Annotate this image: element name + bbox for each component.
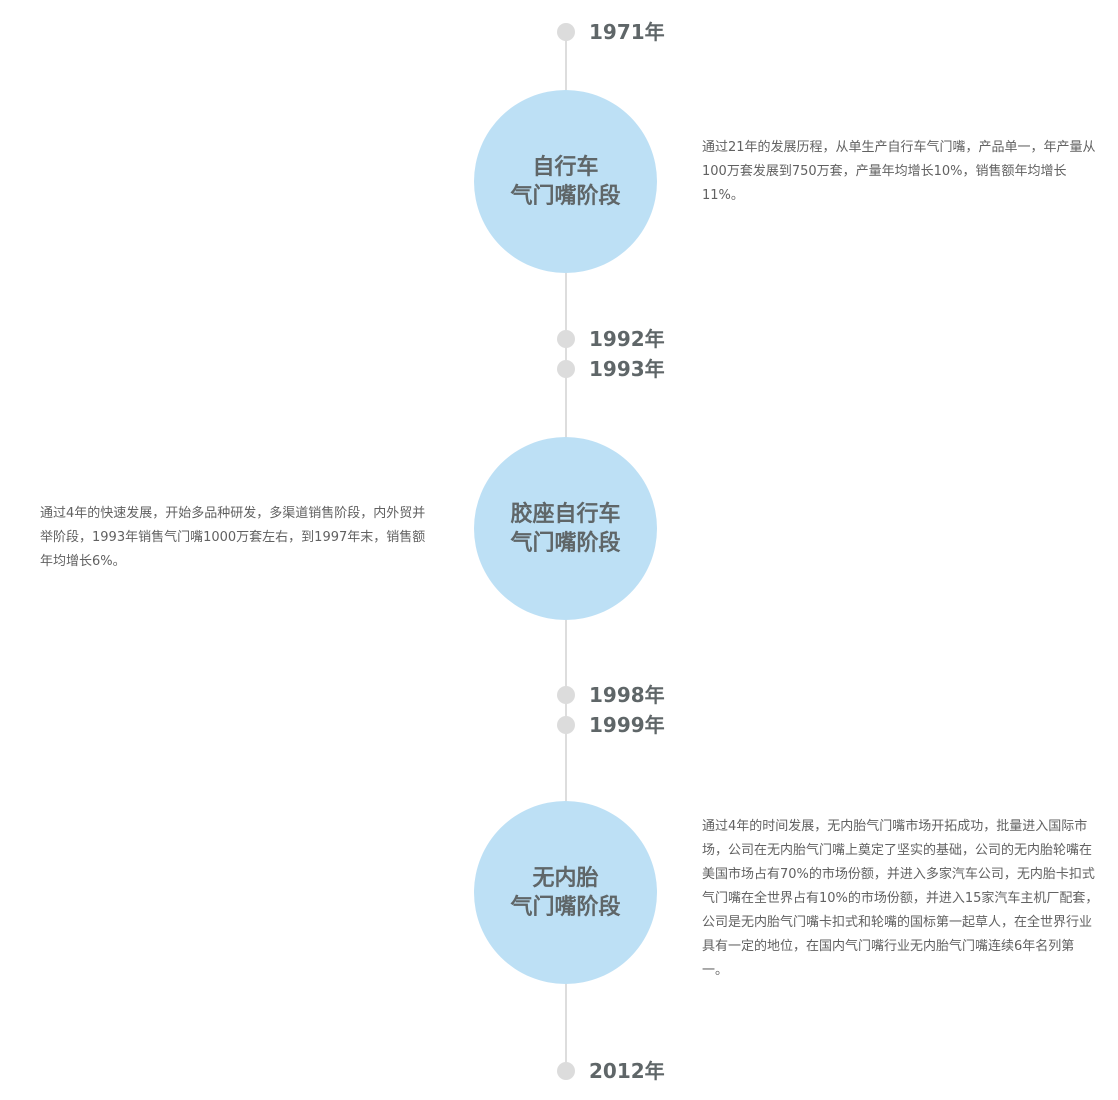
year-label-1971: 1971年 xyxy=(589,20,665,44)
year-label-1993: 1993年 xyxy=(589,357,665,381)
year-label-1992: 1992年 xyxy=(589,327,665,351)
stage-description: 通过4年的时间发展，无内胎气门嘴市场开拓成功，批量进入国际市场，公司在无内胎气门… xyxy=(702,819,1099,978)
year-dot-1998 xyxy=(557,686,575,704)
stage-title-line-1: 胶座自行车 xyxy=(510,501,621,527)
stage-title: 无内胎 气门嘴阶段 xyxy=(510,864,620,922)
stage-title-line-1: 自行车 xyxy=(532,154,599,180)
stage-title-line-2: 气门嘴阶段 xyxy=(510,183,621,209)
stage-title: 胶座自行车 气门嘴阶段 xyxy=(510,500,620,558)
year-dot-1971 xyxy=(557,23,575,41)
stage-title: 自行车 气门嘴阶段 xyxy=(510,153,620,211)
year-dot-1992 xyxy=(557,330,575,348)
stage-circle-bicycle-valve: 自行车 气门嘴阶段 xyxy=(474,90,657,273)
year-dot-1993 xyxy=(557,360,575,378)
year-dot-2012 xyxy=(557,1062,575,1080)
stage-circle-rubber-base-bicycle-valve: 胶座自行车 气门嘴阶段 xyxy=(474,437,657,620)
year-dot-1999 xyxy=(557,716,575,734)
stage-title-line-1: 无内胎 xyxy=(532,865,599,891)
stage-title-line-2: 气门嘴阶段 xyxy=(510,530,621,556)
stage-description: 通过21年的发展历程，从单生产自行车气门嘴，产品单一，年产量从100万套发展到7… xyxy=(702,140,1096,203)
year-label-1998: 1998年 xyxy=(589,683,665,707)
stage-description: 通过4年的快速发展，开始多品种研发，多渠道销售阶段，内外贸并举阶段，1993年销… xyxy=(40,506,426,569)
year-label-1999: 1999年 xyxy=(589,713,665,737)
stage-circle-tubeless-valve: 无内胎 气门嘴阶段 xyxy=(474,801,657,984)
stage-title-line-2: 气门嘴阶段 xyxy=(510,894,621,920)
year-label-2012: 2012年 xyxy=(589,1059,665,1083)
